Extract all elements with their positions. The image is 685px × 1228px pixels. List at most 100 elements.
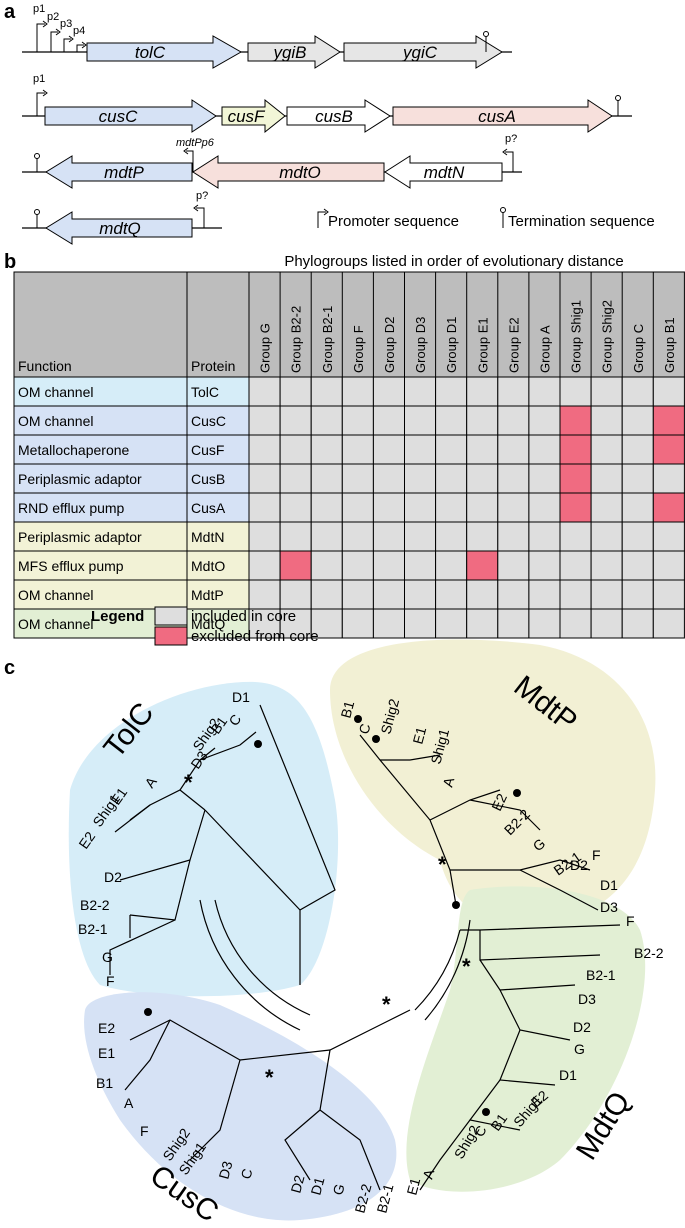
cell-included xyxy=(590,434,623,465)
gene-label: cusA xyxy=(478,107,516,126)
table-row xyxy=(13,405,250,436)
promoter-label: mdtPp6 xyxy=(176,137,215,149)
row-protein: MdtO xyxy=(191,558,225,574)
tree-branch xyxy=(419,1119,471,1191)
cell-excluded xyxy=(466,550,499,581)
row-protein: MdtQ xyxy=(191,616,225,632)
cell-included xyxy=(652,579,685,610)
cell-included xyxy=(248,434,281,465)
tree-branch xyxy=(179,731,257,791)
tree-leaf-label: D1 xyxy=(600,877,618,893)
cell-included xyxy=(435,608,468,639)
tree-leaf-label: F xyxy=(140,1123,149,1139)
cell-included xyxy=(310,550,343,581)
table-row xyxy=(13,579,250,610)
cell-included xyxy=(652,608,685,639)
cell-included xyxy=(621,492,654,523)
row-protein: CusA xyxy=(191,500,226,516)
legend-included-swatch xyxy=(154,606,188,626)
cell-included xyxy=(528,550,561,581)
row-protein: CusC xyxy=(191,413,226,429)
cell-included xyxy=(279,376,312,407)
gene-label: mdtN xyxy=(424,163,465,182)
cell-included xyxy=(341,521,374,552)
cell-included xyxy=(621,434,654,465)
gene-label: cusB xyxy=(315,107,353,126)
cell-included xyxy=(466,463,499,494)
promoter-label: p3 xyxy=(60,18,72,30)
column-header-function: Function xyxy=(18,358,72,374)
cell-excluded xyxy=(652,492,685,523)
tree-branch xyxy=(259,704,336,985)
cell-included xyxy=(248,550,281,581)
cell-included xyxy=(466,608,499,639)
promoter-label: p1 xyxy=(33,3,45,15)
gene-label: mdtO xyxy=(279,163,321,182)
tree-leaf-label: D1 xyxy=(559,1067,577,1083)
table-row xyxy=(13,434,250,465)
cell-included xyxy=(466,521,499,552)
column-header-group: Group B2-2 xyxy=(289,306,304,373)
cell-included xyxy=(590,492,623,523)
cell-included xyxy=(372,521,405,552)
cell-included xyxy=(590,521,623,552)
clade-bg-mdtp xyxy=(330,639,656,926)
promoter-label: p? xyxy=(196,190,208,202)
cell-included xyxy=(466,376,499,407)
cell-included xyxy=(341,492,374,523)
cell-included xyxy=(435,376,468,407)
gene-label: ygiC xyxy=(402,43,438,62)
gene-label: tolC xyxy=(135,43,166,62)
row-protein: MdtP xyxy=(191,587,224,603)
cell-included xyxy=(528,463,561,494)
tree-leaf-label: C xyxy=(355,722,373,736)
cell-included xyxy=(528,521,561,552)
table-header-bg xyxy=(13,271,685,378)
tree-leaf-label: D3 xyxy=(215,1159,235,1181)
operon-cus: p1 cusC cusF cusB cusA xyxy=(22,73,632,134)
cell-included xyxy=(497,521,530,552)
cell-included xyxy=(372,550,405,581)
support-star: * xyxy=(462,954,471,979)
tree-branch xyxy=(319,1109,381,1191)
column-header-group: Group D1 xyxy=(444,317,459,373)
table-row xyxy=(13,608,250,639)
promoter-label: p4 xyxy=(73,25,85,37)
tree-leaf-label: B1 xyxy=(337,699,357,720)
legend-title: Legend xyxy=(91,608,144,625)
tree-leaf-label: E1 xyxy=(403,1176,423,1197)
tree-leaf-label: D1 xyxy=(307,1175,327,1197)
cell-included xyxy=(341,579,374,610)
operon-mdtq: mdtQ p? xyxy=(22,190,222,245)
gene-label: cusC xyxy=(99,107,138,126)
table-row xyxy=(13,376,250,407)
cell-included xyxy=(497,376,530,407)
row-function: OM channel xyxy=(18,384,93,400)
cell-included xyxy=(248,405,281,436)
cell-included xyxy=(590,376,623,407)
support-dot xyxy=(144,1008,152,1016)
cell-included xyxy=(497,463,530,494)
legend-excluded-text: excluded from core xyxy=(191,628,319,645)
tree-leaf-label: E1 xyxy=(409,725,429,746)
cell-included xyxy=(310,434,343,465)
tree-branch xyxy=(469,799,541,831)
cell-included xyxy=(652,521,685,552)
column-header-group: Group G xyxy=(258,323,273,373)
cell-included xyxy=(559,376,592,407)
cell-included xyxy=(435,521,468,552)
cell-included xyxy=(497,550,530,581)
cell-included xyxy=(621,521,654,552)
cell-included xyxy=(435,405,468,436)
cell-included xyxy=(372,579,405,610)
tree-leaf-label: B2-1 xyxy=(78,921,108,937)
cell-included xyxy=(310,521,343,552)
cell-included xyxy=(404,492,437,523)
table-row xyxy=(13,492,250,523)
cell-included xyxy=(310,608,343,639)
support-dot xyxy=(354,715,362,723)
column-header-group: Group E2 xyxy=(506,317,521,373)
tree-leaf-label: B2-1 xyxy=(373,1182,396,1215)
promoter-label: p1 xyxy=(33,73,45,85)
